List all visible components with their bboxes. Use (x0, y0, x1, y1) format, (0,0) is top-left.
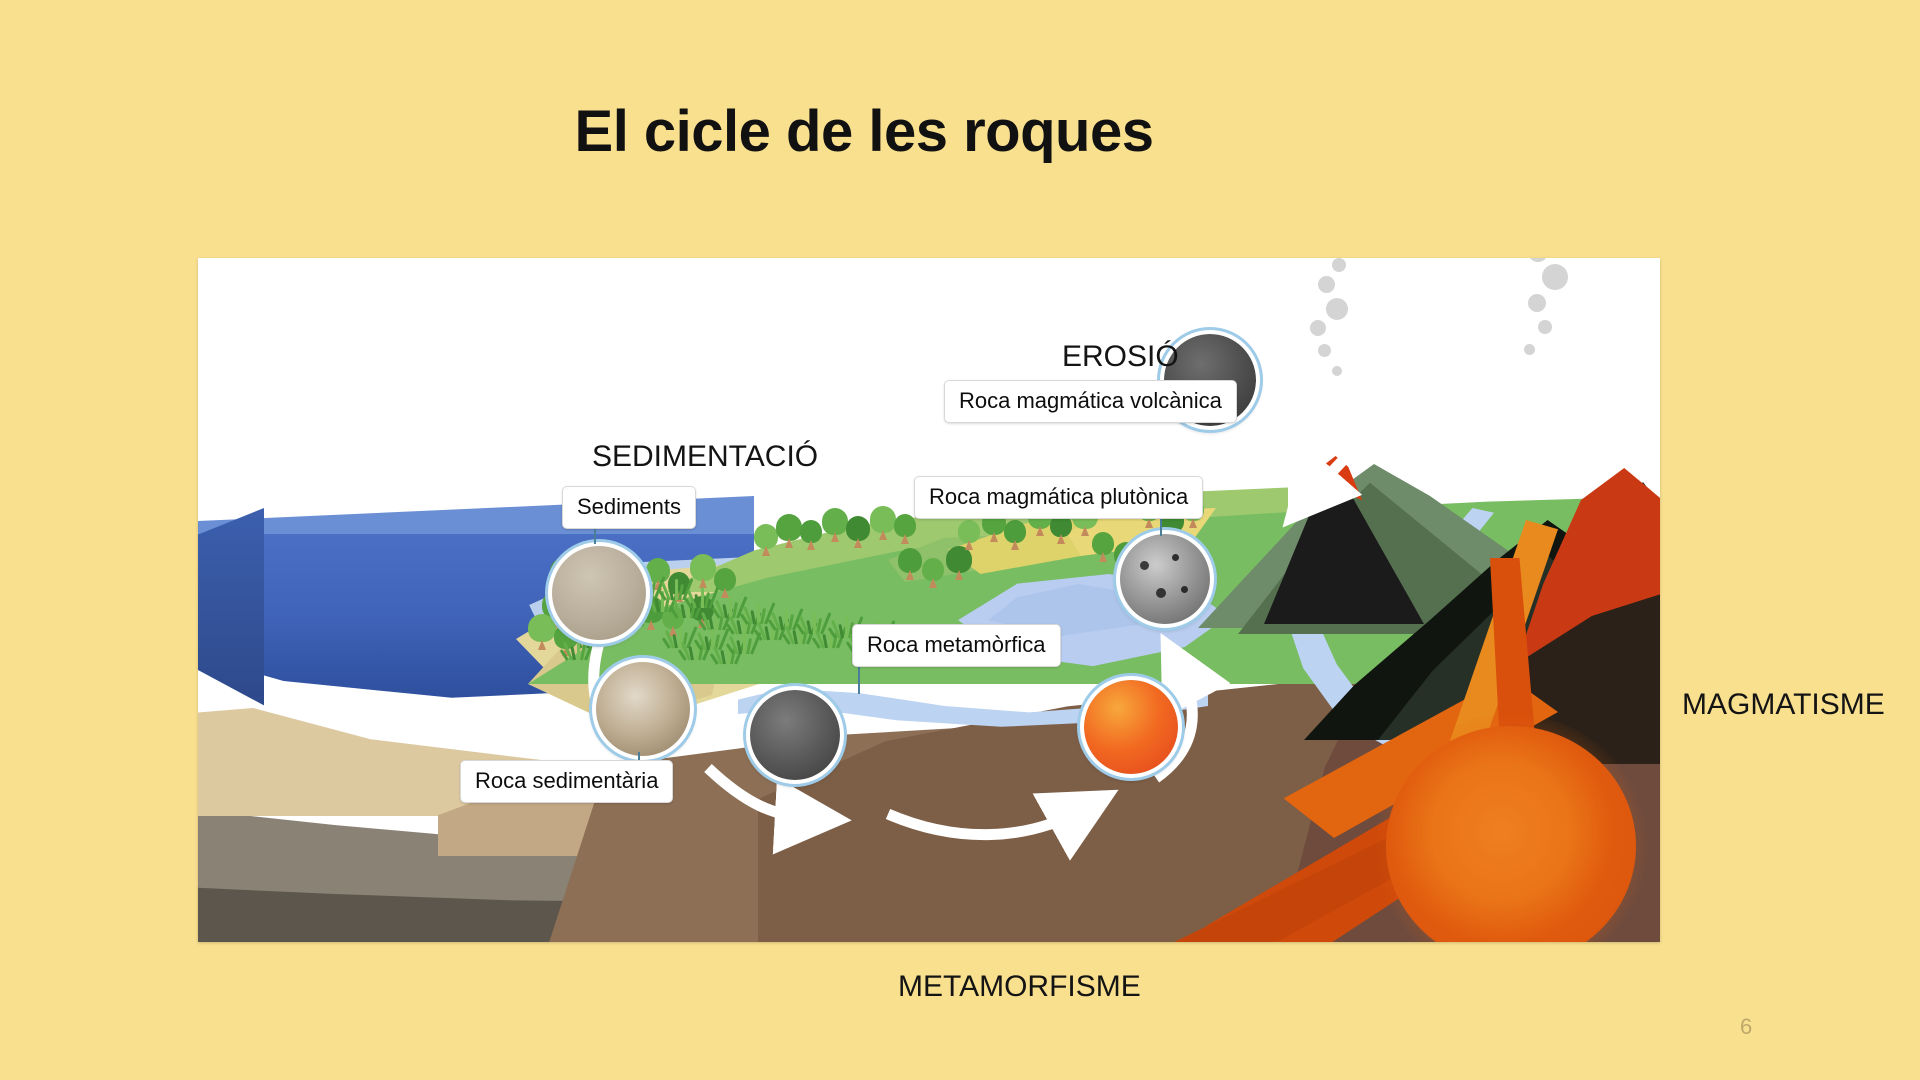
tree (1092, 532, 1114, 562)
grass-tuft (709, 640, 746, 665)
grass-tuft (661, 624, 698, 649)
grass-tuft (657, 576, 694, 601)
smoke-puff (1318, 344, 1331, 357)
grass-tuft (693, 626, 730, 651)
grass-tuft (795, 610, 832, 635)
grass-tuft (683, 584, 720, 609)
page-number: 6 (1740, 1014, 1753, 1039)
tree (800, 520, 822, 550)
rock-sample-magma[interactable] (1080, 676, 1182, 778)
smoke-puff (1310, 320, 1326, 336)
tree (714, 568, 736, 598)
grass-tuft (669, 594, 706, 619)
leader-plutonica (1160, 504, 1162, 536)
label-roca-magmatica-volcanica: Roca magmática volcànica (944, 380, 1237, 423)
grass-tuft (559, 636, 596, 661)
grass-tuft (697, 606, 734, 631)
tree (1004, 520, 1026, 550)
tree (894, 514, 916, 544)
ocean-cross-section-face (198, 508, 264, 706)
smoke-puff (1542, 264, 1568, 290)
process-label-sedimentacio: SEDIMENTACIÓ (592, 440, 819, 473)
rock-sample-plutonic[interactable] (1116, 530, 1214, 628)
label-roca-metamorfica: Roca metamòrfica (852, 624, 1061, 667)
leader-metamorfica-v (858, 650, 860, 694)
rock-sample-sediments[interactable] (548, 542, 650, 644)
grass-tuft (711, 594, 748, 619)
label-sediments: Sediments (562, 486, 696, 529)
grass-tuft (725, 630, 762, 655)
rock-sample-metamorphic[interactable] (746, 686, 844, 784)
label-roca-magmatica-plutonica: Roca magmática plutònica (914, 476, 1204, 519)
label-roca-sedimentaria: Roca sedimentària (460, 760, 674, 803)
tree (946, 546, 972, 580)
grass-tuft (767, 606, 804, 631)
smoke-puff (1326, 298, 1348, 320)
grass-tuft (811, 624, 848, 649)
grass-tuft (725, 610, 762, 635)
smoke-puff (1332, 258, 1346, 272)
smoke-puff (1538, 320, 1552, 334)
tree (690, 554, 716, 588)
grass-tuft (781, 620, 818, 645)
grass-tuft (643, 588, 680, 613)
grass-tuft (677, 636, 714, 661)
tree (528, 614, 556, 650)
magma-chamber (1386, 726, 1636, 942)
tree (922, 558, 944, 588)
tree (898, 548, 922, 580)
smoke-puff (1528, 294, 1546, 312)
page-title: El cicle de les roques (574, 99, 1154, 164)
tree (958, 520, 980, 550)
tree (776, 514, 802, 548)
tree (822, 508, 848, 542)
tree (870, 506, 896, 540)
grass-tuft (753, 616, 790, 641)
grass-tuft (827, 614, 864, 639)
smoke-puff (1524, 344, 1535, 355)
process-label-erosio: EROSIÓ (1062, 340, 1179, 373)
grass-tuft (739, 600, 776, 625)
smoke-puff (1528, 258, 1548, 262)
process-label-metamorfisme: METAMORFISME (898, 970, 1141, 1003)
leader-sediments (594, 514, 596, 544)
tree (846, 516, 870, 548)
process-label-magmatisme: MAGMATISME (1682, 688, 1885, 721)
rock-cycle-diagram: Sediments Roca magmática volcànica Roca … (198, 258, 1660, 942)
tree (1050, 514, 1072, 544)
smoke-puff (1332, 366, 1342, 376)
tree (754, 524, 778, 556)
rock-sample-sedimentary[interactable] (592, 658, 694, 760)
smoke-puff (1318, 276, 1335, 293)
